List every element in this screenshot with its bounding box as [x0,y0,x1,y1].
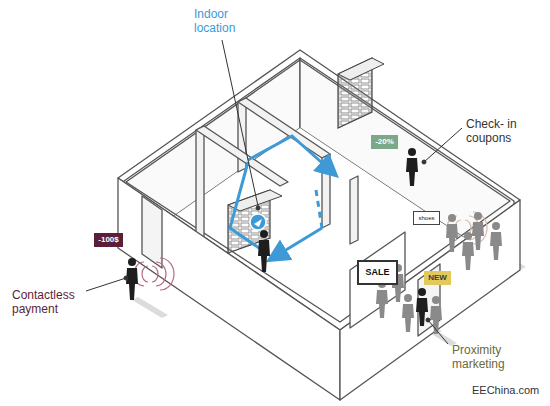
tag-text: NEW [428,274,447,282]
callout-label: Indoor location [194,8,264,36]
watermark: EEChina.com [472,384,548,397]
new-tag: NEW [424,271,451,285]
shelves [228,58,384,253]
coupon-tag: -20% [371,135,398,149]
tag-text: shoes [418,215,434,221]
location-pin-arrow [254,219,262,227]
callout-label: Proximity marketing [452,344,542,372]
payment-waves [134,258,174,290]
callout-label: Contactless payment [12,289,104,317]
tag-text: -20% [375,138,394,146]
tag-text: -100$ [98,236,118,244]
location-pin [250,214,266,230]
tag-text: SALE [365,268,389,277]
sale-sign: SALE [357,260,398,285]
indoor-route [230,136,330,256]
leader-lines [86,40,462,344]
shoes-sign: shoes [413,211,440,225]
people [126,148,502,334]
price-tag: -100$ [94,233,123,247]
callout-label: Check- in coupons [466,118,542,146]
